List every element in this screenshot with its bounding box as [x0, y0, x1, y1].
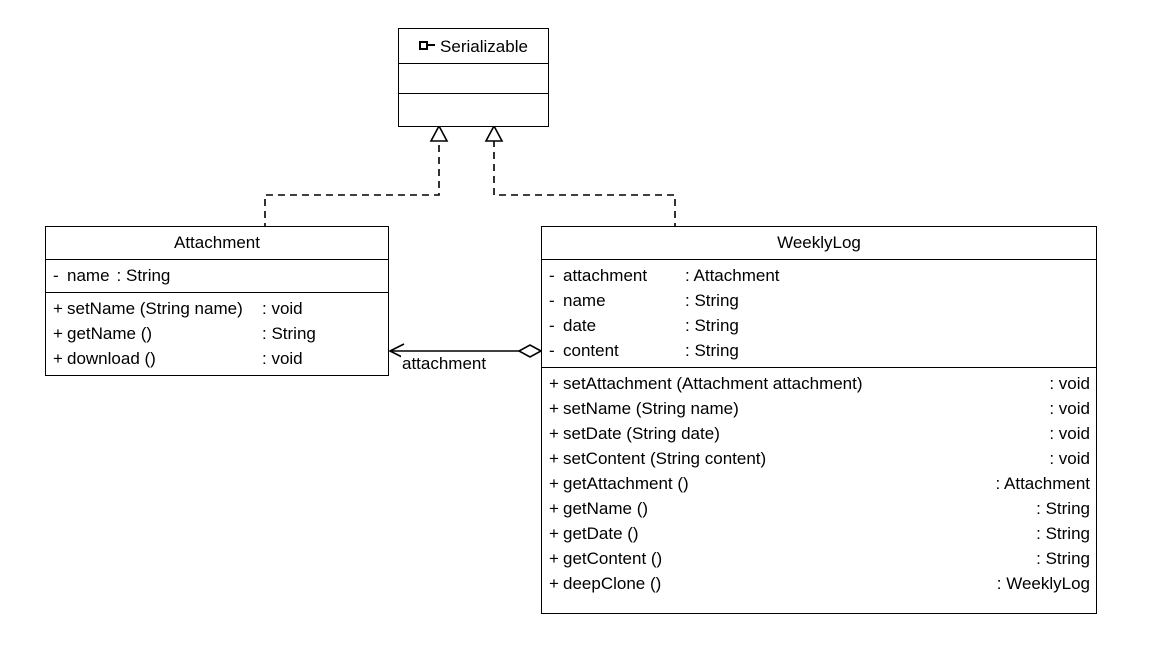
- visibility-marker: -: [549, 291, 555, 310]
- attribute-row: - date : String: [542, 313, 1096, 338]
- method-row: + getName () : String: [46, 321, 388, 346]
- method-return-type: : String: [262, 324, 316, 343]
- visibility-marker: +: [549, 549, 559, 568]
- visibility-marker: +: [549, 524, 559, 543]
- method-name: setDate (String date): [563, 424, 720, 443]
- method-return-type: : String: [1036, 499, 1090, 518]
- realization-attachment-serializable: [264, 124, 449, 230]
- method-return-type: : void: [262, 299, 303, 318]
- method-row: + getName () : String: [542, 496, 1096, 521]
- method-row: + getDate () : String: [542, 521, 1096, 546]
- visibility-marker: -: [549, 341, 555, 360]
- attribute-type: : Attachment: [685, 266, 780, 285]
- visibility-marker: +: [549, 424, 559, 443]
- class-title-attachment: Attachment: [46, 227, 388, 259]
- method-name: getName (): [563, 499, 649, 518]
- visibility-marker: +: [549, 574, 559, 593]
- method-row: + setAttachment (Attachment attachment) …: [542, 371, 1096, 396]
- visibility-marker: -: [53, 266, 59, 285]
- visibility-marker: -: [549, 266, 555, 285]
- method-name: setName (String name): [563, 399, 739, 418]
- visibility-marker: +: [549, 399, 559, 418]
- method-return-type: : void: [1049, 374, 1090, 393]
- attribute-type: : String: [116, 266, 171, 285]
- method-name: getAttachment (): [563, 474, 689, 493]
- visibility-marker: +: [549, 374, 559, 393]
- attribute-name: content: [563, 341, 619, 360]
- interface-icon: [419, 41, 436, 50]
- attributes-compartment-weeklylog: - attachment : Attachment - name : Strin…: [542, 259, 1096, 367]
- attribute-row: - content : String: [542, 338, 1096, 363]
- method-row: + setDate (String date) : void: [542, 421, 1096, 446]
- attribute-name: name: [67, 266, 110, 285]
- method-row: + getContent () : String: [542, 546, 1096, 571]
- method-name: download (): [67, 349, 156, 368]
- visibility-marker: +: [549, 449, 559, 468]
- method-name: setAttachment (Attachment attachment): [563, 374, 863, 393]
- method-name: getContent (): [563, 549, 663, 568]
- visibility-marker: +: [53, 324, 63, 343]
- attribute-name: name: [563, 291, 606, 310]
- methods-compartment-attachment: + setName (String name) : void + getName…: [46, 292, 388, 375]
- method-name: getDate (): [563, 524, 639, 543]
- attribute-name: attachment: [563, 266, 648, 285]
- method-name: setContent (String content): [563, 449, 767, 468]
- methods-compartment-serializable: [399, 93, 548, 123]
- attribute-name: date: [563, 316, 597, 335]
- method-name: getName (): [67, 324, 153, 343]
- method-name: setName (String name): [67, 299, 243, 318]
- method-return-type: : void: [1049, 399, 1090, 418]
- attribute-type: : String: [685, 291, 739, 310]
- attribute-row: - name : String: [46, 263, 388, 288]
- attribute-type: : String: [685, 341, 739, 360]
- class-box-weeklylog[interactable]: WeeklyLog - attachment : Attachment - na…: [541, 226, 1097, 614]
- class-title-serializable: Serializable: [399, 29, 548, 63]
- attribute-type: : String: [685, 316, 739, 335]
- visibility-marker: +: [53, 299, 63, 318]
- method-return-type: : Attachment: [995, 474, 1091, 493]
- method-row: + deepClone () : WeeklyLog: [542, 571, 1096, 596]
- class-name-serializable: Serializable: [440, 37, 528, 56]
- attribute-row: - name : String: [542, 288, 1096, 313]
- method-return-type: : WeeklyLog: [996, 574, 1090, 593]
- method-return-type: : String: [1036, 524, 1090, 543]
- class-box-serializable[interactable]: Serializable: [398, 28, 549, 127]
- method-return-type: : void: [1049, 449, 1090, 468]
- attributes-compartment-attachment: - name : String: [46, 259, 388, 292]
- method-row: + getAttachment () : Attachment: [542, 471, 1096, 496]
- visibility-marker: +: [549, 499, 559, 518]
- visibility-marker: +: [549, 474, 559, 493]
- method-row: + setName (String name) : void: [542, 396, 1096, 421]
- aggregation-label: attachment: [401, 354, 488, 373]
- attributes-compartment-serializable: [399, 63, 548, 93]
- class-name-attachment: Attachment: [174, 233, 260, 252]
- method-return-type: : void: [1049, 424, 1090, 443]
- visibility-marker: -: [549, 316, 555, 335]
- class-title-weeklylog: WeeklyLog: [542, 227, 1096, 259]
- method-return-type: : String: [1036, 549, 1090, 568]
- attribute-row: - attachment : Attachment: [542, 263, 1096, 288]
- method-name: deepClone (): [563, 574, 662, 593]
- method-row: + download () : void: [46, 346, 388, 371]
- class-box-attachment[interactable]: Attachment - name : String + setName (St…: [45, 226, 389, 376]
- methods-compartment-weeklylog: + setAttachment (Attachment attachment) …: [542, 367, 1096, 600]
- class-name-weeklylog: WeeklyLog: [777, 233, 861, 252]
- method-return-type: : void: [262, 349, 303, 368]
- realization-weeklylog-serializable: [484, 124, 676, 230]
- method-row: + setContent (String content) : void: [542, 446, 1096, 471]
- visibility-marker: +: [53, 349, 63, 368]
- method-row: + setName (String name) : void: [46, 296, 388, 321]
